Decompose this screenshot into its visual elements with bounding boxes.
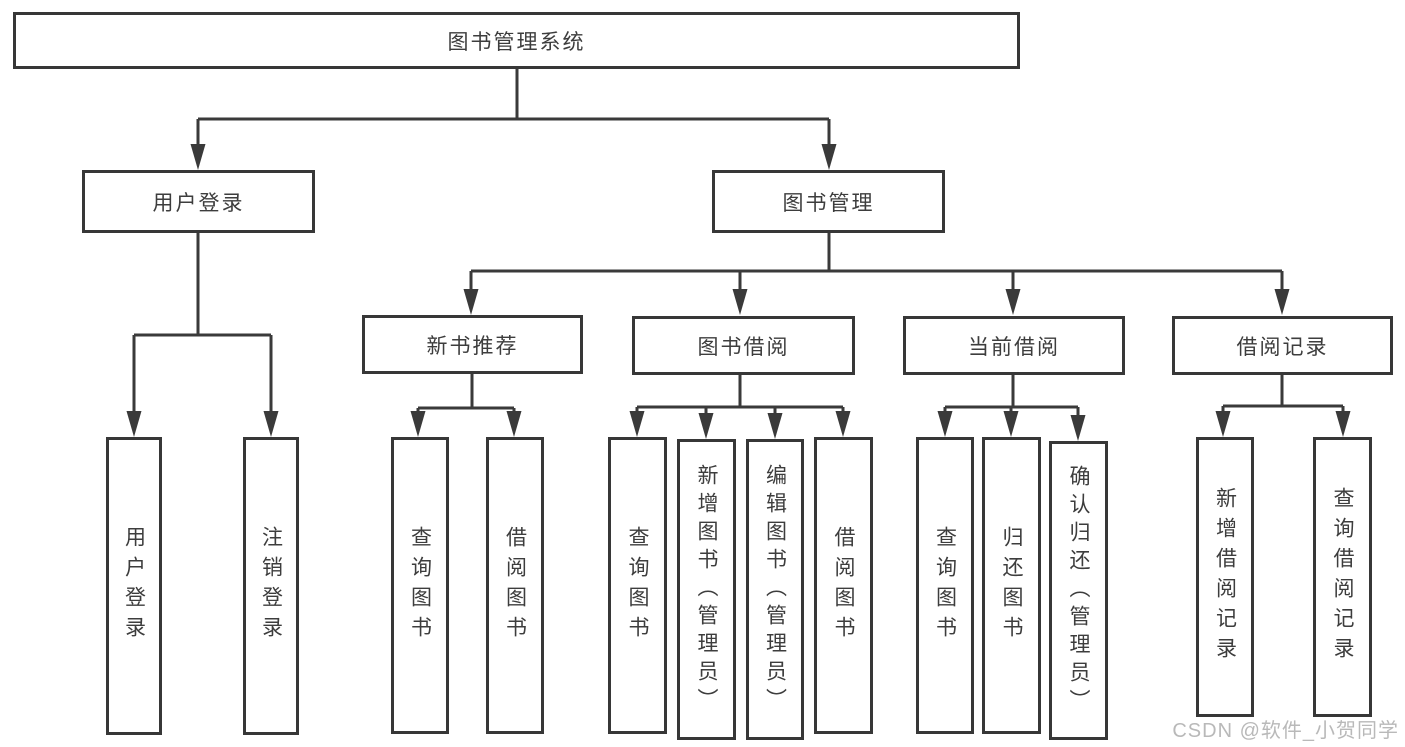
node-book-management: 图书管理 xyxy=(712,170,945,233)
leaf-borrow-add-books-admin-label: 新增图书（管理员） xyxy=(695,463,718,716)
leaf-current-confirm-return-admin: 确认归还（管理员） xyxy=(1049,441,1108,740)
connector-user-login-to-leaves xyxy=(126,233,279,437)
connector-new-book-recommendation-to-leaves xyxy=(410,374,522,437)
leaf-logout-label: 注销登录 xyxy=(259,526,283,646)
connector-current-borrowing-to-leaves xyxy=(937,375,1086,441)
leaf-recommend-query-books-label: 查询图书 xyxy=(408,525,432,646)
node-current-borrowing: 当前借阅 xyxy=(903,316,1125,375)
leaf-recommend-borrow-books: 借阅图书 xyxy=(486,437,544,734)
node-borrowing-records: 借阅记录 xyxy=(1172,316,1393,375)
watermark: CSDN @软件_小贺同学 xyxy=(1172,720,1399,742)
leaf-records-add-record-label: 新增借阅记录 xyxy=(1213,487,1237,667)
leaf-user-login: 用户登录 xyxy=(106,437,162,735)
leaf-borrow-borrow-books-label: 借阅图书 xyxy=(832,525,855,646)
connector-book-management-to-level3 xyxy=(463,233,1290,315)
leaf-recommend-borrow-books-label: 借阅图书 xyxy=(503,525,527,646)
leaf-current-query-books: 查询图书 xyxy=(916,437,974,734)
leaf-borrow-query-books-label: 查询图书 xyxy=(626,525,649,646)
leaf-records-query-record-label: 查询借阅记录 xyxy=(1331,487,1354,667)
leaf-current-query-books-label: 查询图书 xyxy=(933,525,957,646)
connector-borrowing-records-to-leaves xyxy=(1215,375,1351,437)
leaf-current-return-books-label: 归还图书 xyxy=(1000,525,1023,646)
leaf-user-login-label: 用户登录 xyxy=(122,526,146,646)
connector-book-borrowing-to-leaves xyxy=(629,375,851,439)
leaf-current-confirm-return-admin-label: 确认归还（管理员） xyxy=(1067,464,1090,717)
leaf-borrow-add-books-admin: 新增图书（管理员） xyxy=(677,439,736,740)
leaf-borrow-edit-books-admin-label: 编辑图书（管理员） xyxy=(763,463,787,716)
node-user-login: 用户登录 xyxy=(82,170,315,233)
leaf-recommend-query-books: 查询图书 xyxy=(391,437,449,734)
node-root: 图书管理系统 xyxy=(13,12,1020,69)
leaf-borrow-edit-books-admin: 编辑图书（管理员） xyxy=(746,439,804,740)
leaf-records-add-record: 新增借阅记录 xyxy=(1196,437,1254,717)
leaf-records-query-record: 查询借阅记录 xyxy=(1313,437,1372,717)
leaf-borrow-borrow-books: 借阅图书 xyxy=(814,437,873,734)
leaf-current-return-books: 归还图书 xyxy=(982,437,1041,734)
leaf-logout: 注销登录 xyxy=(243,437,299,735)
node-book-borrowing: 图书借阅 xyxy=(632,316,855,375)
connector-root-to-level2 xyxy=(190,69,837,170)
leaf-borrow-query-books: 查询图书 xyxy=(608,437,667,734)
node-new-book-recommendation: 新书推荐 xyxy=(362,315,583,374)
